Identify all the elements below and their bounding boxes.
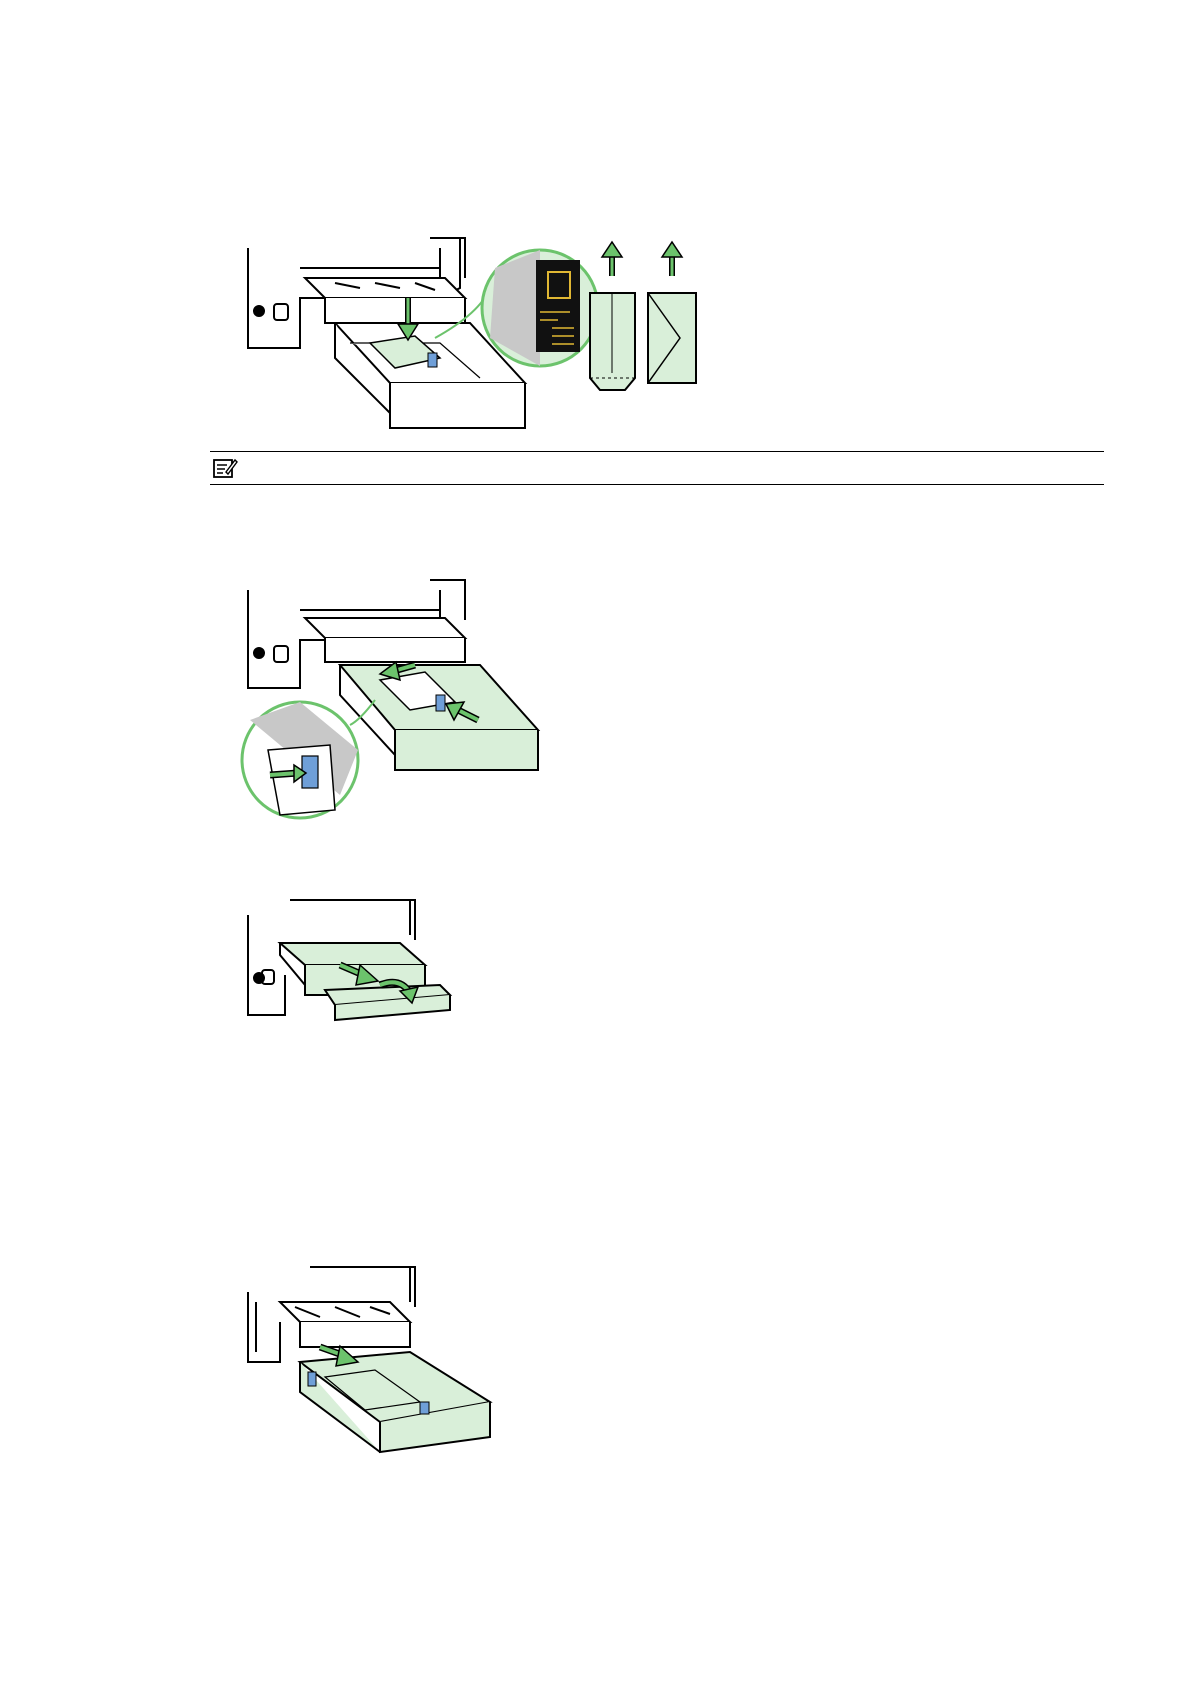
paper-tray <box>340 665 538 770</box>
output-tray <box>305 278 465 323</box>
length-guide <box>308 1372 316 1386</box>
note-icon <box>212 456 238 480</box>
paper-tray <box>300 1352 490 1452</box>
output-tray <box>280 1302 410 1347</box>
arrow-up-icon <box>602 242 622 276</box>
width-guide <box>428 353 437 367</box>
width-guide <box>436 695 445 711</box>
figure-insert-tray <box>240 1262 500 1462</box>
note-box <box>210 451 1104 485</box>
width-guide <box>420 1402 429 1414</box>
envelope-portrait-icon <box>590 293 635 390</box>
output-tray <box>305 618 465 662</box>
figure-load-envelopes <box>240 228 730 450</box>
zoom-callout <box>242 700 375 818</box>
figure-extend-output-tray <box>240 895 460 1040</box>
envelope-landscape-icon <box>648 293 696 383</box>
figure-adjust-guides <box>240 570 540 830</box>
arrow-up-icon <box>662 242 682 276</box>
